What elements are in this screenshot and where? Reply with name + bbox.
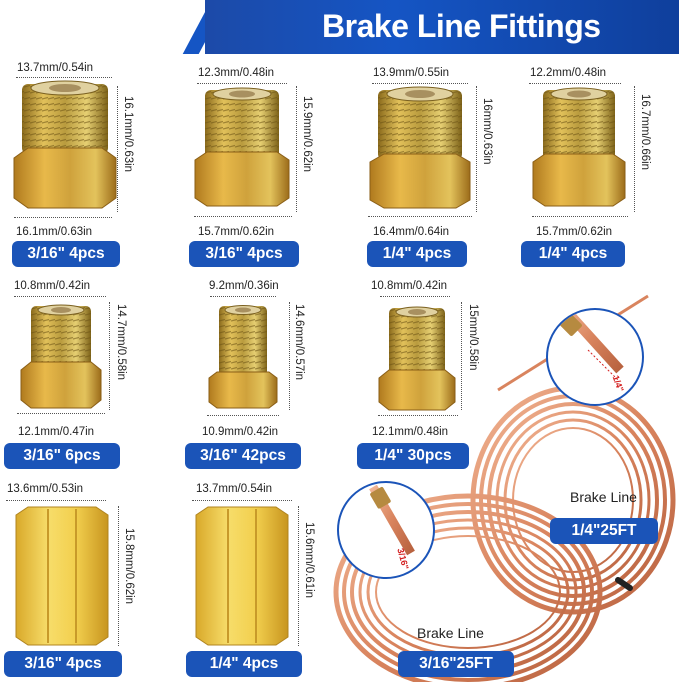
fitting-8-badge: 3/16" 4pcs bbox=[4, 651, 122, 677]
fitting-2-bottom-dimension: 15.7mm/0.62in bbox=[198, 226, 275, 238]
coil-2-label: Brake Line bbox=[417, 625, 484, 641]
fitting-9-side-dimension: 15.6mm/0.61in bbox=[303, 522, 315, 599]
fitting-8-top-dimension: 13.6mm/0.53in bbox=[7, 483, 84, 495]
coil-1-label: Brake Line bbox=[570, 489, 637, 505]
fitting-4-top-dimension: 12.2mm/0.48in bbox=[530, 67, 607, 79]
fitting-5-side-dimension: 14.7mm/0.58in bbox=[115, 304, 127, 381]
title-banner: Brake Line Fittings bbox=[0, 0, 679, 54]
fitting-6-bottom-dimension: 10.9mm/0.42in bbox=[202, 426, 279, 438]
fitting-8-side-dimension: 15.8mm/0.62in bbox=[123, 528, 135, 605]
fitting-7-badge: 1/4" 30pcs bbox=[357, 443, 469, 469]
fitting-5-top-dimension: 10.8mm/0.42in bbox=[14, 280, 91, 292]
fitting-4-image bbox=[532, 87, 626, 207]
fitting-3-image bbox=[369, 86, 471, 209]
fitting-4-badge: 1/4" 4pcs bbox=[521, 241, 625, 267]
coil-2-detail-circle: 3/16" bbox=[337, 481, 435, 579]
fitting-1-badge: 3/16" 4pcs bbox=[12, 241, 120, 267]
fitting-7-top-dimension: 10.8mm/0.42in bbox=[371, 280, 448, 292]
fitting-7-bottom-dimension: 12.1mm/0.48in bbox=[372, 426, 449, 438]
fitting-1-bottom-dimension: 16.1mm/0.63in bbox=[16, 226, 93, 238]
fitting-3-badge: 1/4" 4pcs bbox=[367, 241, 467, 267]
fitting-6-image bbox=[208, 305, 278, 409]
fitting-2-badge: 3/16" 4pcs bbox=[189, 241, 299, 267]
fitting-5-image bbox=[20, 304, 102, 409]
fitting-1-top-dimension: 13.7mm/0.54in bbox=[17, 62, 94, 74]
fitting-2-side-dimension: 15.9mm/0.62in bbox=[301, 96, 313, 173]
fitting-4-bottom-dimension: 15.7mm/0.62in bbox=[536, 226, 613, 238]
fitting-6-badge: 3/16" 42pcs bbox=[185, 443, 301, 469]
fitting-6-side-dimension: 14.6mm/0.57in bbox=[293, 304, 305, 381]
fitting-9-badge: 1/4" 4pcs bbox=[186, 651, 302, 677]
fitting-5-bottom-dimension: 12.1mm/0.47in bbox=[18, 426, 95, 438]
fitting-7-image bbox=[378, 306, 456, 411]
coil-2-badge: 3/16"25FT bbox=[398, 651, 514, 677]
fitting-1-side-dimension: 16.1mm/0.63in bbox=[122, 96, 134, 173]
fitting-2-top-dimension: 12.3mm/0.48in bbox=[198, 67, 275, 79]
fitting-5-badge: 3/16" 6pcs bbox=[4, 443, 120, 469]
coil-1-badge: 1/4"25FT bbox=[550, 518, 658, 544]
fitting-1-image bbox=[13, 80, 117, 209]
coil-1-detail-circle: 1/4" bbox=[546, 308, 644, 406]
fitting-3-top-dimension: 13.9mm/0.55in bbox=[373, 67, 450, 79]
fitting-9-image bbox=[195, 506, 289, 646]
fitting-9-top-dimension: 13.7mm/0.54in bbox=[196, 483, 273, 495]
page-title: Brake Line Fittings bbox=[322, 8, 601, 44]
fitting-8-image bbox=[15, 506, 109, 646]
fitting-6-top-dimension: 9.2mm/0.36in bbox=[209, 280, 279, 292]
fitting-4-side-dimension: 16.7mm/0.66in bbox=[639, 94, 651, 171]
fitting-2-image bbox=[194, 87, 290, 207]
fitting-3-bottom-dimension: 16.4mm/0.64in bbox=[373, 226, 450, 238]
fitting-3-side-dimension: 16mm/0.63in bbox=[481, 98, 493, 165]
